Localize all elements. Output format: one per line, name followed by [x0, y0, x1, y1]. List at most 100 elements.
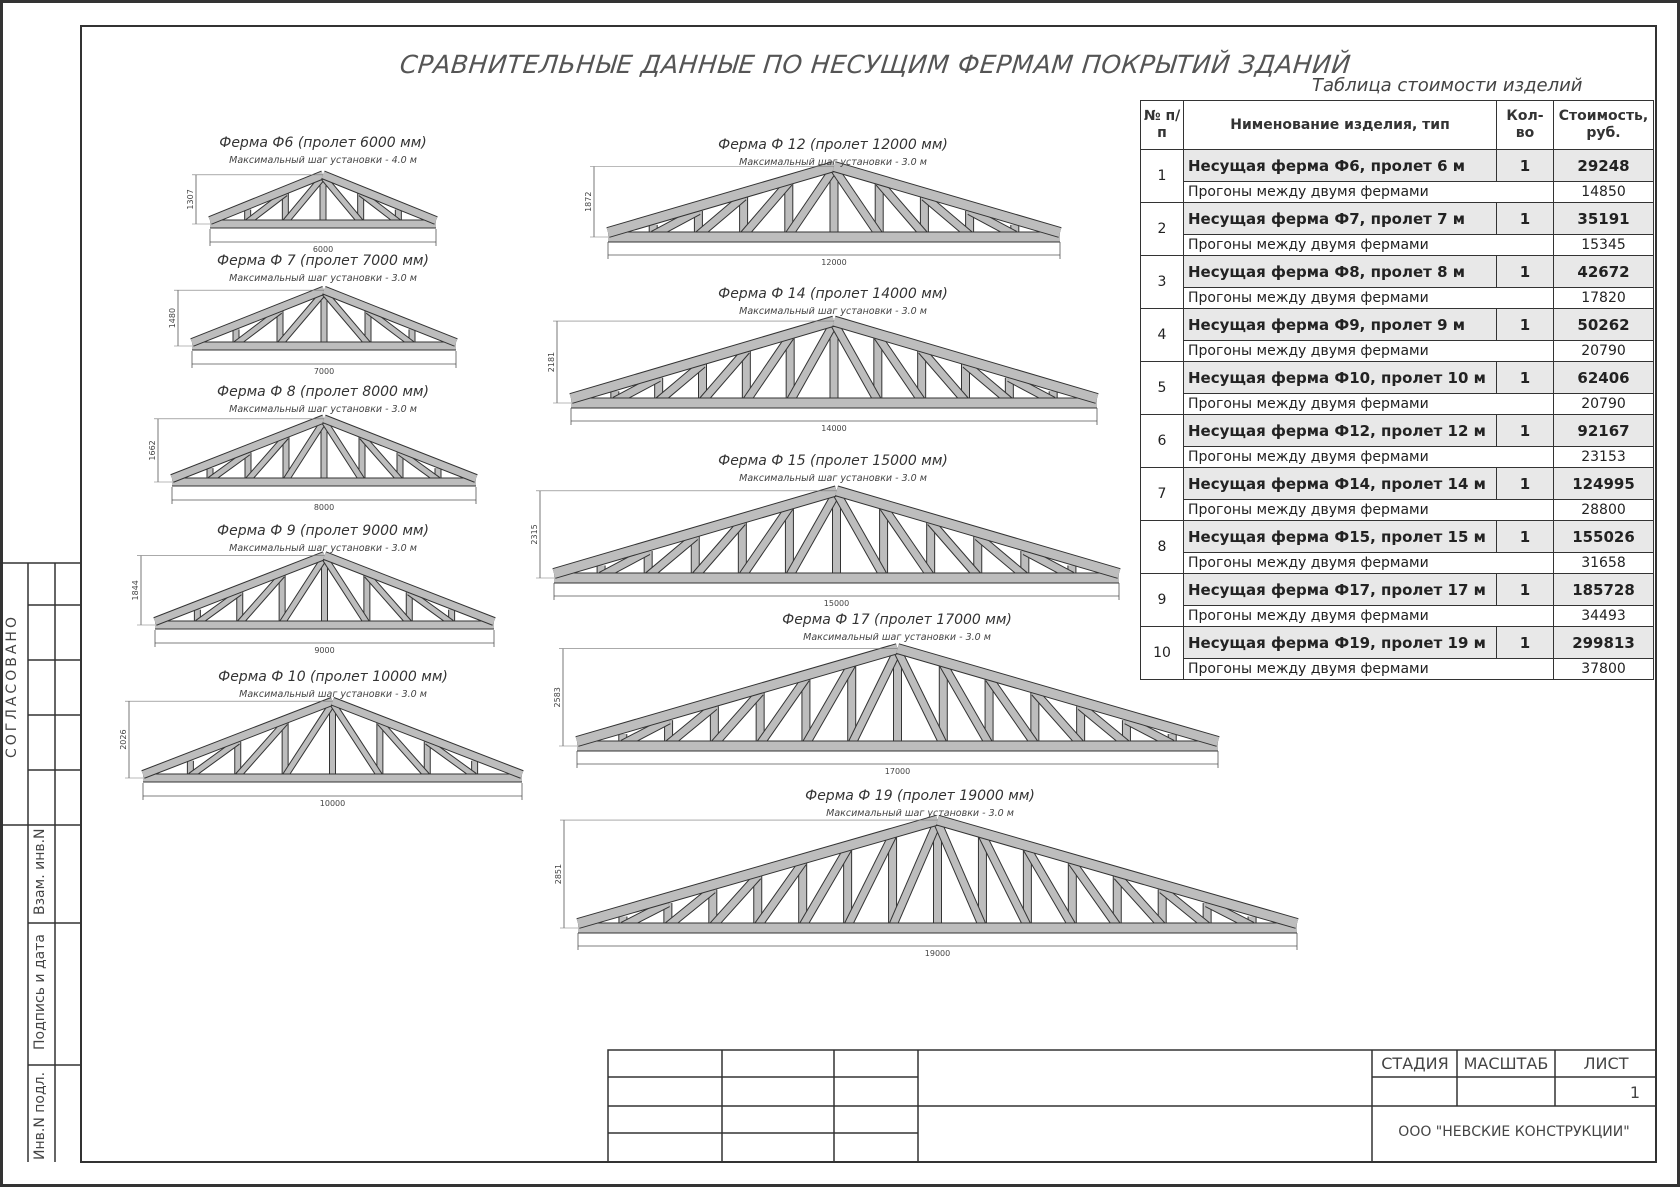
truss-diagonal [1023, 547, 1074, 580]
purlin-price: 17820 [1553, 287, 1654, 309]
truss-diagonal [975, 533, 1028, 579]
truss-top-chord [575, 644, 899, 746]
purlin-name: Прогоны между двумя фермами [1183, 552, 1554, 574]
truss-diagonal [787, 321, 838, 403]
truss-top-chord [835, 486, 1121, 578]
purlin-price: 28800 [1553, 499, 1654, 521]
truss-title: Ферма Ф 9 (пролет 9000 мм) [217, 523, 429, 539]
span-dimension-label: 12000 [821, 258, 846, 267]
truss-diagonal [237, 573, 285, 625]
truss-title: Ферма Ф 19 (пролет 19000 мм) [805, 788, 1035, 804]
truss-diagonal [889, 820, 941, 928]
truss-diagonal [1007, 374, 1055, 405]
truss-diagonal [283, 419, 327, 482]
truss-price: 185728 [1553, 573, 1654, 606]
truss-diagonal [234, 308, 282, 346]
truss-diagonal [940, 662, 993, 746]
truss-diagonal [844, 834, 896, 928]
truss-diagonal [876, 180, 928, 238]
truss-top-chord [323, 552, 496, 625]
height-dimension-label: 2583 [553, 687, 562, 707]
truss-top-chord [331, 697, 524, 778]
truss-diagonal [188, 739, 240, 779]
truss-diagonal [613, 374, 661, 405]
truss-diagonal [979, 834, 1031, 928]
height-dimension-label: 1480 [168, 308, 177, 328]
purlin-name: Прогоны между двумя фермами [1183, 658, 1554, 680]
truss-diagonal [278, 290, 326, 346]
truss-diagonal [364, 573, 412, 625]
span-dimension-label: 17000 [885, 767, 910, 776]
height-dimension-label: 2851 [554, 864, 563, 884]
truss-diagonal [656, 361, 705, 404]
truss-diagonal [830, 321, 881, 403]
row-number: 6 [1140, 414, 1184, 468]
truss-diagonal [246, 434, 288, 482]
truss-price: 124995 [1553, 467, 1654, 500]
title-block-stage: СТАДИЯ [1381, 1054, 1449, 1073]
truss-diagonal [666, 703, 717, 747]
truss-diagonal [322, 556, 369, 625]
truss-diagonal [710, 873, 761, 929]
truss-diagonal [754, 860, 806, 929]
truss-diagonal [366, 308, 414, 346]
title-block-scale: МАСШТАБ [1463, 1054, 1549, 1073]
truss-diagonal [786, 491, 840, 578]
truss-install-step: Максимальный шаг установки - 3.0 м [229, 543, 417, 554]
truss-install-step: Максимальный шаг установки - 3.0 м [739, 306, 927, 317]
truss-diagonal [831, 166, 883, 237]
truss-install-step: Максимальный шаг установки - 3.0 м [229, 273, 417, 284]
height-dimension-label: 1872 [584, 192, 593, 212]
truss-diagonal [848, 649, 901, 746]
purlin-price: 23153 [1553, 446, 1654, 468]
col-header-qty: Кол- во [1496, 100, 1554, 150]
truss-diagonal [208, 450, 250, 483]
span-dimension-label: 6000 [313, 245, 333, 254]
truss-qty: 1 [1496, 255, 1554, 288]
truss-diagonal [1124, 717, 1174, 748]
truss-install-step: Максимальный шаг установки - 3.0 м [239, 689, 427, 700]
title-block-sheet-number: 1 [1629, 1083, 1640, 1102]
truss-diagonal [739, 505, 793, 578]
purlin-price: 37800 [1553, 658, 1654, 680]
height-dimension-label: 2026 [119, 729, 128, 749]
col-header-price: Стоимость, руб. [1553, 100, 1654, 150]
purlin-name: Прогоны между двумя фермами [1183, 605, 1554, 627]
truss-diagonal [785, 166, 837, 237]
truss-name: Несущая ферма Ф19, пролет 19 м [1183, 626, 1497, 659]
truss-diagonal [711, 690, 763, 747]
truss-diagonal [874, 334, 925, 403]
row-number: 3 [1140, 255, 1184, 309]
truss-top-chord [606, 162, 836, 237]
truss-top-chord [832, 316, 1099, 403]
truss-install-step: Максимальный шаг установки - 3.0 м [739, 473, 927, 484]
truss-top-chord [569, 316, 836, 403]
truss-qty: 1 [1496, 467, 1554, 500]
truss-diagonal [757, 676, 809, 747]
truss-diagonal [322, 290, 370, 346]
truss-title: Ферма Ф 8 (пролет 8000 мм) [217, 384, 429, 400]
truss-install-step: Максимальный шаг установки - 3.0 м [229, 404, 417, 415]
truss-diagonal [1159, 886, 1210, 929]
truss-name: Несущая ферма Ф12, пролет 12 м [1183, 414, 1497, 447]
truss-qty: 1 [1496, 626, 1554, 659]
truss-price: 155026 [1553, 520, 1654, 553]
truss-diagonal [963, 361, 1012, 404]
row-number: 5 [1140, 361, 1184, 415]
truss-top-chord [832, 162, 1062, 237]
span-dimension-label: 9000 [314, 646, 334, 655]
truss-diagonal [802, 662, 855, 746]
span-dimension-label: 10000 [320, 799, 345, 808]
height-dimension-label: 2315 [530, 524, 539, 544]
truss-title: Ферма Ф 10 (пролет 10000 мм) [218, 669, 448, 685]
height-dimension-label: 2181 [547, 352, 556, 372]
truss-price: 35191 [1553, 202, 1654, 235]
truss-diagonal [880, 505, 934, 578]
truss-qty: 1 [1496, 573, 1554, 606]
